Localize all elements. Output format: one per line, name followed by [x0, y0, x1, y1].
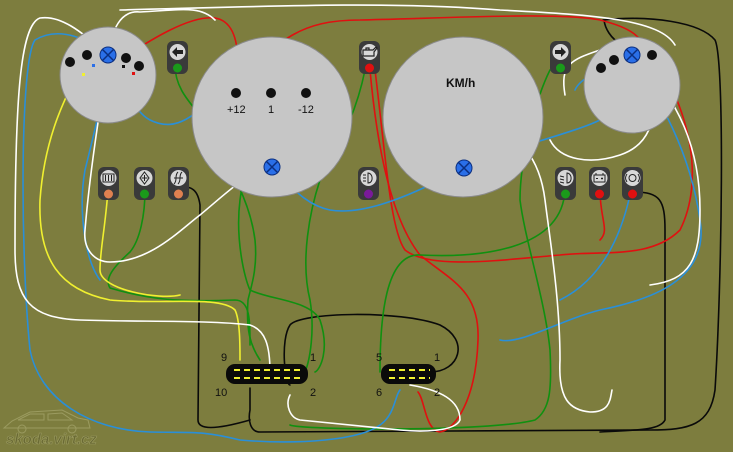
gauge-terminal	[609, 55, 619, 65]
indicator-lamp	[561, 189, 570, 199]
wire-white	[119, 4, 676, 46]
pin-label-1: 1	[434, 352, 440, 364]
indicator-rear-defrost	[98, 167, 119, 200]
wire-black	[599, 191, 666, 433]
pin-label-10: 10	[215, 387, 227, 399]
terminal-marker	[122, 65, 125, 68]
indicator-low-beam	[555, 167, 576, 200]
wire-white	[84, 54, 271, 263]
gauge-small-right	[583, 36, 681, 134]
connector-right: 5 6 1 2	[376, 352, 440, 399]
wire-black	[248, 17, 723, 433]
brake-icon	[625, 173, 640, 183]
gauge-terminal	[647, 50, 657, 60]
heater-icon	[173, 171, 183, 185]
indicator-lamp	[628, 189, 637, 199]
gauge-terminal	[134, 61, 144, 71]
gauge-face	[583, 36, 681, 134]
pin-label-6: 6	[376, 387, 382, 399]
high-beam-icon	[363, 172, 373, 184]
watermark-text: skoda.virt.cz	[6, 431, 97, 448]
wire-blue	[499, 54, 702, 342]
indicator-turn-left	[167, 41, 188, 74]
indicator-lamp	[364, 189, 373, 199]
gauge-face	[382, 36, 544, 198]
terminal-label-minus12: -12	[298, 104, 314, 116]
gauge-small-left	[59, 26, 157, 124]
bulb-cross-icon	[625, 48, 639, 62]
car-silhouette-icon	[2, 409, 91, 429]
bulb-cross-icon	[101, 48, 115, 62]
terminal-label-1: 1	[268, 104, 274, 116]
terminal-marker	[82, 73, 85, 76]
wire-blue	[22, 32, 401, 443]
wire-white	[14, 16, 271, 373]
gauge-face	[59, 26, 157, 124]
arrow-left-icon	[172, 47, 183, 57]
watermark: skoda.virt.cz	[2, 409, 98, 448]
battery-icon	[593, 173, 606, 183]
pin-label-9: 9	[221, 352, 227, 364]
connector-pins	[234, 369, 302, 379]
rear-defrost-icon	[102, 173, 115, 183]
gauge-face	[191, 36, 353, 198]
gauge-terminal	[266, 88, 276, 98]
speedometer-title: KM/h	[446, 76, 475, 90]
pin-label-5: 5	[376, 352, 382, 364]
terminal-marker	[92, 64, 95, 67]
indicator-lamp	[365, 63, 374, 73]
low-beam-icon	[559, 172, 572, 184]
connector-body	[381, 364, 436, 384]
gauge-terminal	[596, 63, 606, 73]
indicator-oil	[359, 41, 380, 74]
indicator-symbol-disc	[624, 170, 641, 186]
wire-yellow	[39, 67, 241, 361]
indicator-heater	[168, 167, 189, 200]
indicator-lamp	[140, 189, 149, 199]
car-wheel	[17, 424, 27, 434]
indicator-lamp	[173, 63, 182, 73]
pin-label-2: 2	[434, 387, 440, 399]
gauge-center-left: +12 1 -12	[191, 36, 353, 198]
wire-yellow	[99, 189, 181, 298]
indicator-lamp	[595, 189, 604, 199]
connector-left: 9 10 1 2	[215, 352, 316, 399]
indicator-lamp	[174, 189, 183, 199]
wire-red	[369, 69, 479, 433]
bulb-cross-icon	[457, 161, 471, 175]
gauge-speedometer: KM/h	[382, 36, 544, 198]
car-wheel	[67, 424, 77, 434]
wire-red	[239, 15, 651, 81]
wire-green	[107, 189, 251, 346]
terminal-label-plus12: +12	[227, 104, 246, 116]
wire-white	[287, 384, 461, 432]
indicator-brake	[622, 167, 643, 200]
pin-label-2: 2	[310, 387, 316, 399]
indicator-battery	[589, 167, 610, 200]
gauge-terminal	[231, 88, 241, 98]
indicator-symbol-disc	[361, 44, 378, 60]
connector-pins	[389, 369, 430, 379]
indicator-high-beam	[358, 167, 379, 200]
gauge-terminal	[65, 57, 75, 67]
fog-light-icon	[139, 171, 150, 185]
arrow-right-icon	[555, 47, 566, 57]
wire-black	[283, 313, 459, 386]
gauge-terminal	[121, 53, 131, 63]
wire-blue	[559, 194, 631, 301]
bulb-cross-icon	[265, 160, 279, 174]
indicator-turn-right	[550, 41, 571, 74]
gauge-terminal	[301, 88, 311, 98]
indicator-fog	[134, 167, 155, 200]
pin-label-1: 1	[310, 352, 316, 364]
indicator-lamp	[556, 63, 565, 73]
wire-red	[374, 54, 694, 263]
oil-can-icon	[362, 46, 378, 57]
terminal-marker	[132, 72, 135, 75]
gauge-terminal	[82, 50, 92, 60]
connector-body	[226, 364, 308, 384]
wire-green	[379, 189, 566, 373]
indicator-lamp	[104, 189, 113, 199]
